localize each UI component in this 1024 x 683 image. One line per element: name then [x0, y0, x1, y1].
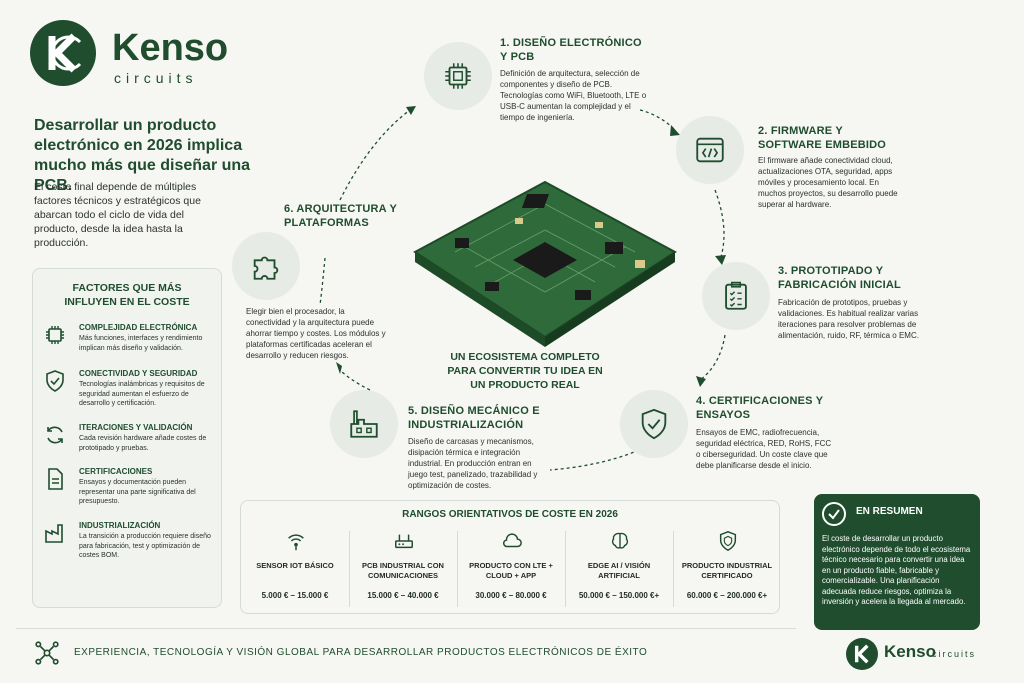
- summary-panel: En resumen El coste de desarrollar un pr…: [814, 494, 980, 630]
- stage-6-desc: Elegir bien el procesador, la conectivid…: [246, 307, 386, 360]
- router-icon: [395, 534, 413, 549]
- range-label: Sensor IoT básico: [256, 561, 334, 570]
- footer-tagline: Experiencia, tecnología y visión global …: [74, 647, 648, 658]
- brand-name: Kenso: [112, 27, 229, 69]
- intro-text: El coste final depende de múltiples fact…: [34, 181, 201, 249]
- factor-title: Complejidad electrónica: [79, 323, 198, 332]
- stage-1-desc: Definición de arquitectura, selección de…: [500, 69, 647, 122]
- stage-5-circle: [330, 390, 398, 458]
- summary-title: En resumen: [856, 506, 923, 517]
- factor-desc: Tecnologías inalámbricas y requisitos de…: [79, 381, 205, 407]
- range-value: 5.000 € – 15.000 €: [261, 591, 329, 600]
- shield-check-icon: [641, 408, 667, 440]
- factor-desc: Ensayos y documentación pueden represent…: [79, 479, 196, 505]
- check-circle-icon: [822, 502, 846, 526]
- factor-desc: La transición a producción requiere dise…: [79, 533, 211, 559]
- factor-desc: Cada revisión hardware añade costes de p…: [79, 435, 207, 452]
- range-label: Producto industrial certificado: [681, 561, 773, 580]
- pcb-illustration: [413, 180, 677, 347]
- chip-icon: [445, 63, 471, 89]
- factor-title: Conectividad y seguridad: [79, 369, 198, 378]
- range-item: PCB industrial con comunicaciones 15.000…: [349, 527, 457, 607]
- range-value: 30.000 € – 80.000 €: [475, 591, 547, 600]
- factory-icon: [45, 524, 63, 543]
- factors-panel: Factores que más influyen en el coste Co…: [32, 268, 222, 608]
- range-value: 15.000 € – 40.000 €: [367, 591, 439, 600]
- factor-desc: Más funciones, interfaces y rendimiento …: [79, 335, 203, 352]
- center-caption: Un ecosistema completo para convertir tu…: [447, 351, 603, 391]
- range-item: Producto industrial certificado 60.000 €…: [673, 527, 781, 607]
- shield-icon: [719, 531, 737, 551]
- cost-ranges-panel: Rangos orientativos de coste en 2026 Sen…: [240, 500, 780, 614]
- footer-logo-icon: [846, 638, 878, 670]
- range-item: Edge AI / Visión artificial 50.000 € – 1…: [565, 527, 673, 607]
- code-icon: [696, 137, 724, 163]
- footer-divider: [16, 628, 796, 629]
- summary-text: El coste de desarrollar un producto elec…: [822, 534, 971, 606]
- stage-2-title: 2. Firmware y software embebido: [758, 125, 887, 151]
- stage-3-circle: [702, 262, 770, 330]
- stage-4-circle: [620, 390, 688, 458]
- stage-1-circle: [424, 42, 492, 110]
- stage-5-desc: Diseño de carcasas y mecanismos, disipac…: [408, 437, 538, 490]
- stage-2-circle: [676, 116, 744, 184]
- footer-brand-sub: circuits: [932, 649, 977, 659]
- range-label: Producto con LTE + Cloud + App: [469, 561, 553, 580]
- ranges-title: Rangos orientativos de coste en 2026: [402, 509, 618, 520]
- clipboard-icon: [725, 281, 747, 310]
- footer-brand-name: Kenso: [884, 642, 936, 661]
- range-value: 50.000 € – 150.000 €+: [578, 591, 660, 600]
- refresh-icon: [47, 426, 63, 444]
- brand-sub: circuits: [114, 70, 198, 86]
- cloud-icon: [503, 533, 522, 548]
- puzzle-icon: [253, 256, 279, 280]
- chip-icon: [46, 326, 64, 344]
- wifi-sensor-icon: [288, 534, 304, 551]
- brand-logo-icon: [30, 20, 96, 86]
- document-icon: [48, 468, 63, 490]
- factor-title: Certificaciones: [79, 467, 153, 476]
- factory-icon: [350, 410, 378, 438]
- range-value: 60.000 € – 200.000 €+: [686, 591, 768, 600]
- stage-4-title: 4. Certificaciones y ensayos: [696, 395, 824, 421]
- shield-check-icon: [46, 370, 64, 392]
- stage-6-circle: [232, 232, 300, 300]
- cycle-arrows: [319, 106, 726, 471]
- stage-2-desc: El firmware añade conectividad cloud, ac…: [758, 156, 898, 209]
- network-icon: [35, 641, 59, 665]
- range-label: Edge AI / Visión artificial: [587, 561, 651, 580]
- stage-3-desc: Fabricación de prototipos, pruebas y val…: [778, 298, 919, 340]
- stage-5-title: 5. Diseño mecánico e industrialización: [408, 405, 540, 431]
- brain-icon: [611, 532, 629, 549]
- factors-title: Factores que más influyen en el coste: [64, 282, 190, 308]
- stage-1-title: 1. Diseño electrónico y PCB: [500, 37, 642, 63]
- stage-3-title: 3. Prototipado y fabricación inicial: [778, 265, 901, 291]
- range-label: PCB industrial con comunicaciones: [362, 561, 444, 580]
- headline: Desarrollar un producto electrónico en 2…: [34, 117, 251, 194]
- range-item: Sensor IoT básico 5.000 € – 15.000 €: [241, 527, 349, 607]
- factor-title: Industrialización: [79, 521, 161, 530]
- stage-4-desc: Ensayos de EMC, radiofrecuencia, segurid…: [696, 428, 832, 470]
- stage-6-title: 6. Arquitectura y plataformas: [284, 203, 397, 229]
- factor-title: Iteraciones y validación: [79, 423, 193, 432]
- range-item: Producto con LTE + Cloud + App 30.000 € …: [457, 527, 565, 607]
